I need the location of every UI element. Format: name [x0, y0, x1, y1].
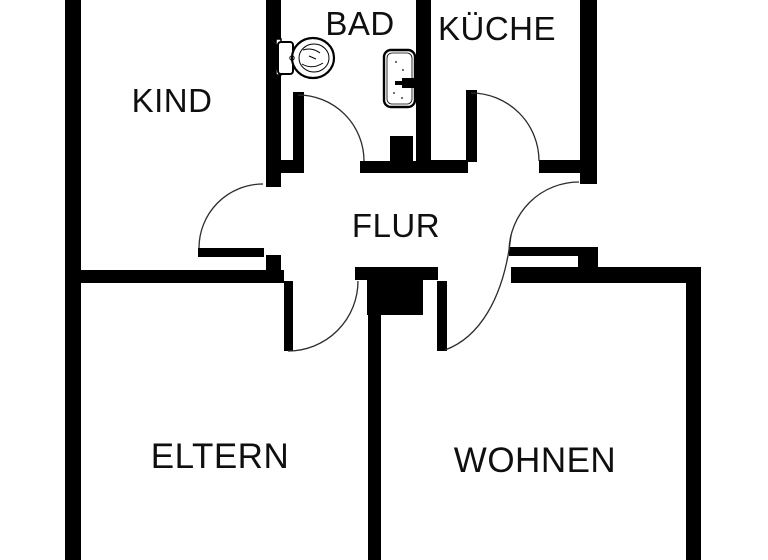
toilet-bolt [289, 55, 295, 61]
wall-flur-bottom-right [511, 267, 701, 283]
sink-speck-3 [393, 92, 395, 94]
wall-chimney-bar [355, 267, 438, 280]
toilet-detail-3 [308, 55, 317, 60]
wall-kind-connector [266, 255, 281, 272]
toilet-detail-2 [301, 62, 324, 68]
wall-bad-pilaster [390, 136, 413, 162]
room-label-flur: FLUR [352, 207, 440, 244]
room-labels: KIND BAD KÜCHE FLUR ELTERN WOHNEN [132, 5, 616, 480]
wall-bad-nub [266, 160, 304, 173]
door-leaf-entry [509, 247, 578, 256]
wall-outer-right [686, 267, 701, 560]
room-label-eltern: ELTERN [151, 437, 290, 476]
room-label-bad: BAD [325, 5, 394, 42]
wall-kueche-bottom-left [416, 160, 468, 173]
walls [65, 0, 701, 560]
toilet-tank [277, 41, 294, 75]
door-arc-kind [198, 183, 264, 249]
toilet-bowl-inner [298, 43, 330, 73]
wall-chimney-block [367, 280, 423, 315]
room-label-kueche: KÜCHE [438, 10, 556, 47]
wall-bad-bottom [360, 161, 418, 173]
door-leaf-bad [293, 92, 304, 163]
wall-flur-bottom-left [80, 270, 284, 283]
sink-tap-spout [395, 81, 403, 85]
wall-kueche-bottom-right [539, 160, 581, 173]
sink-speck-4 [401, 97, 403, 99]
door-arc-wohnen [444, 234, 512, 351]
sink-speck-2 [402, 69, 404, 71]
door-leaf-kind [198, 248, 264, 257]
door-leaf-kueche [466, 90, 477, 162]
room-label-wohnen: WOHNEN [454, 441, 616, 480]
toilet-icon [275, 36, 336, 80]
door-leaf-wohnen [437, 281, 447, 351]
sink-tap [402, 78, 416, 88]
wall-kind-bad [266, 0, 281, 187]
toilet-detail-1 [302, 48, 321, 54]
door-leaf-eltern [284, 281, 293, 351]
door-arc-bad [297, 94, 365, 162]
wall-eltern-wohnen [368, 315, 381, 560]
wall-outer-left [65, 0, 81, 560]
sink-speck-1 [395, 61, 397, 63]
door-arc-kueche [470, 92, 540, 162]
wall-bad-kueche [416, 0, 431, 173]
door-arcs [198, 92, 580, 352]
sink-icon [382, 48, 417, 109]
door-arc-eltern [287, 280, 359, 352]
room-label-kind: KIND [132, 82, 213, 119]
wall-kueche-right [580, 0, 597, 184]
